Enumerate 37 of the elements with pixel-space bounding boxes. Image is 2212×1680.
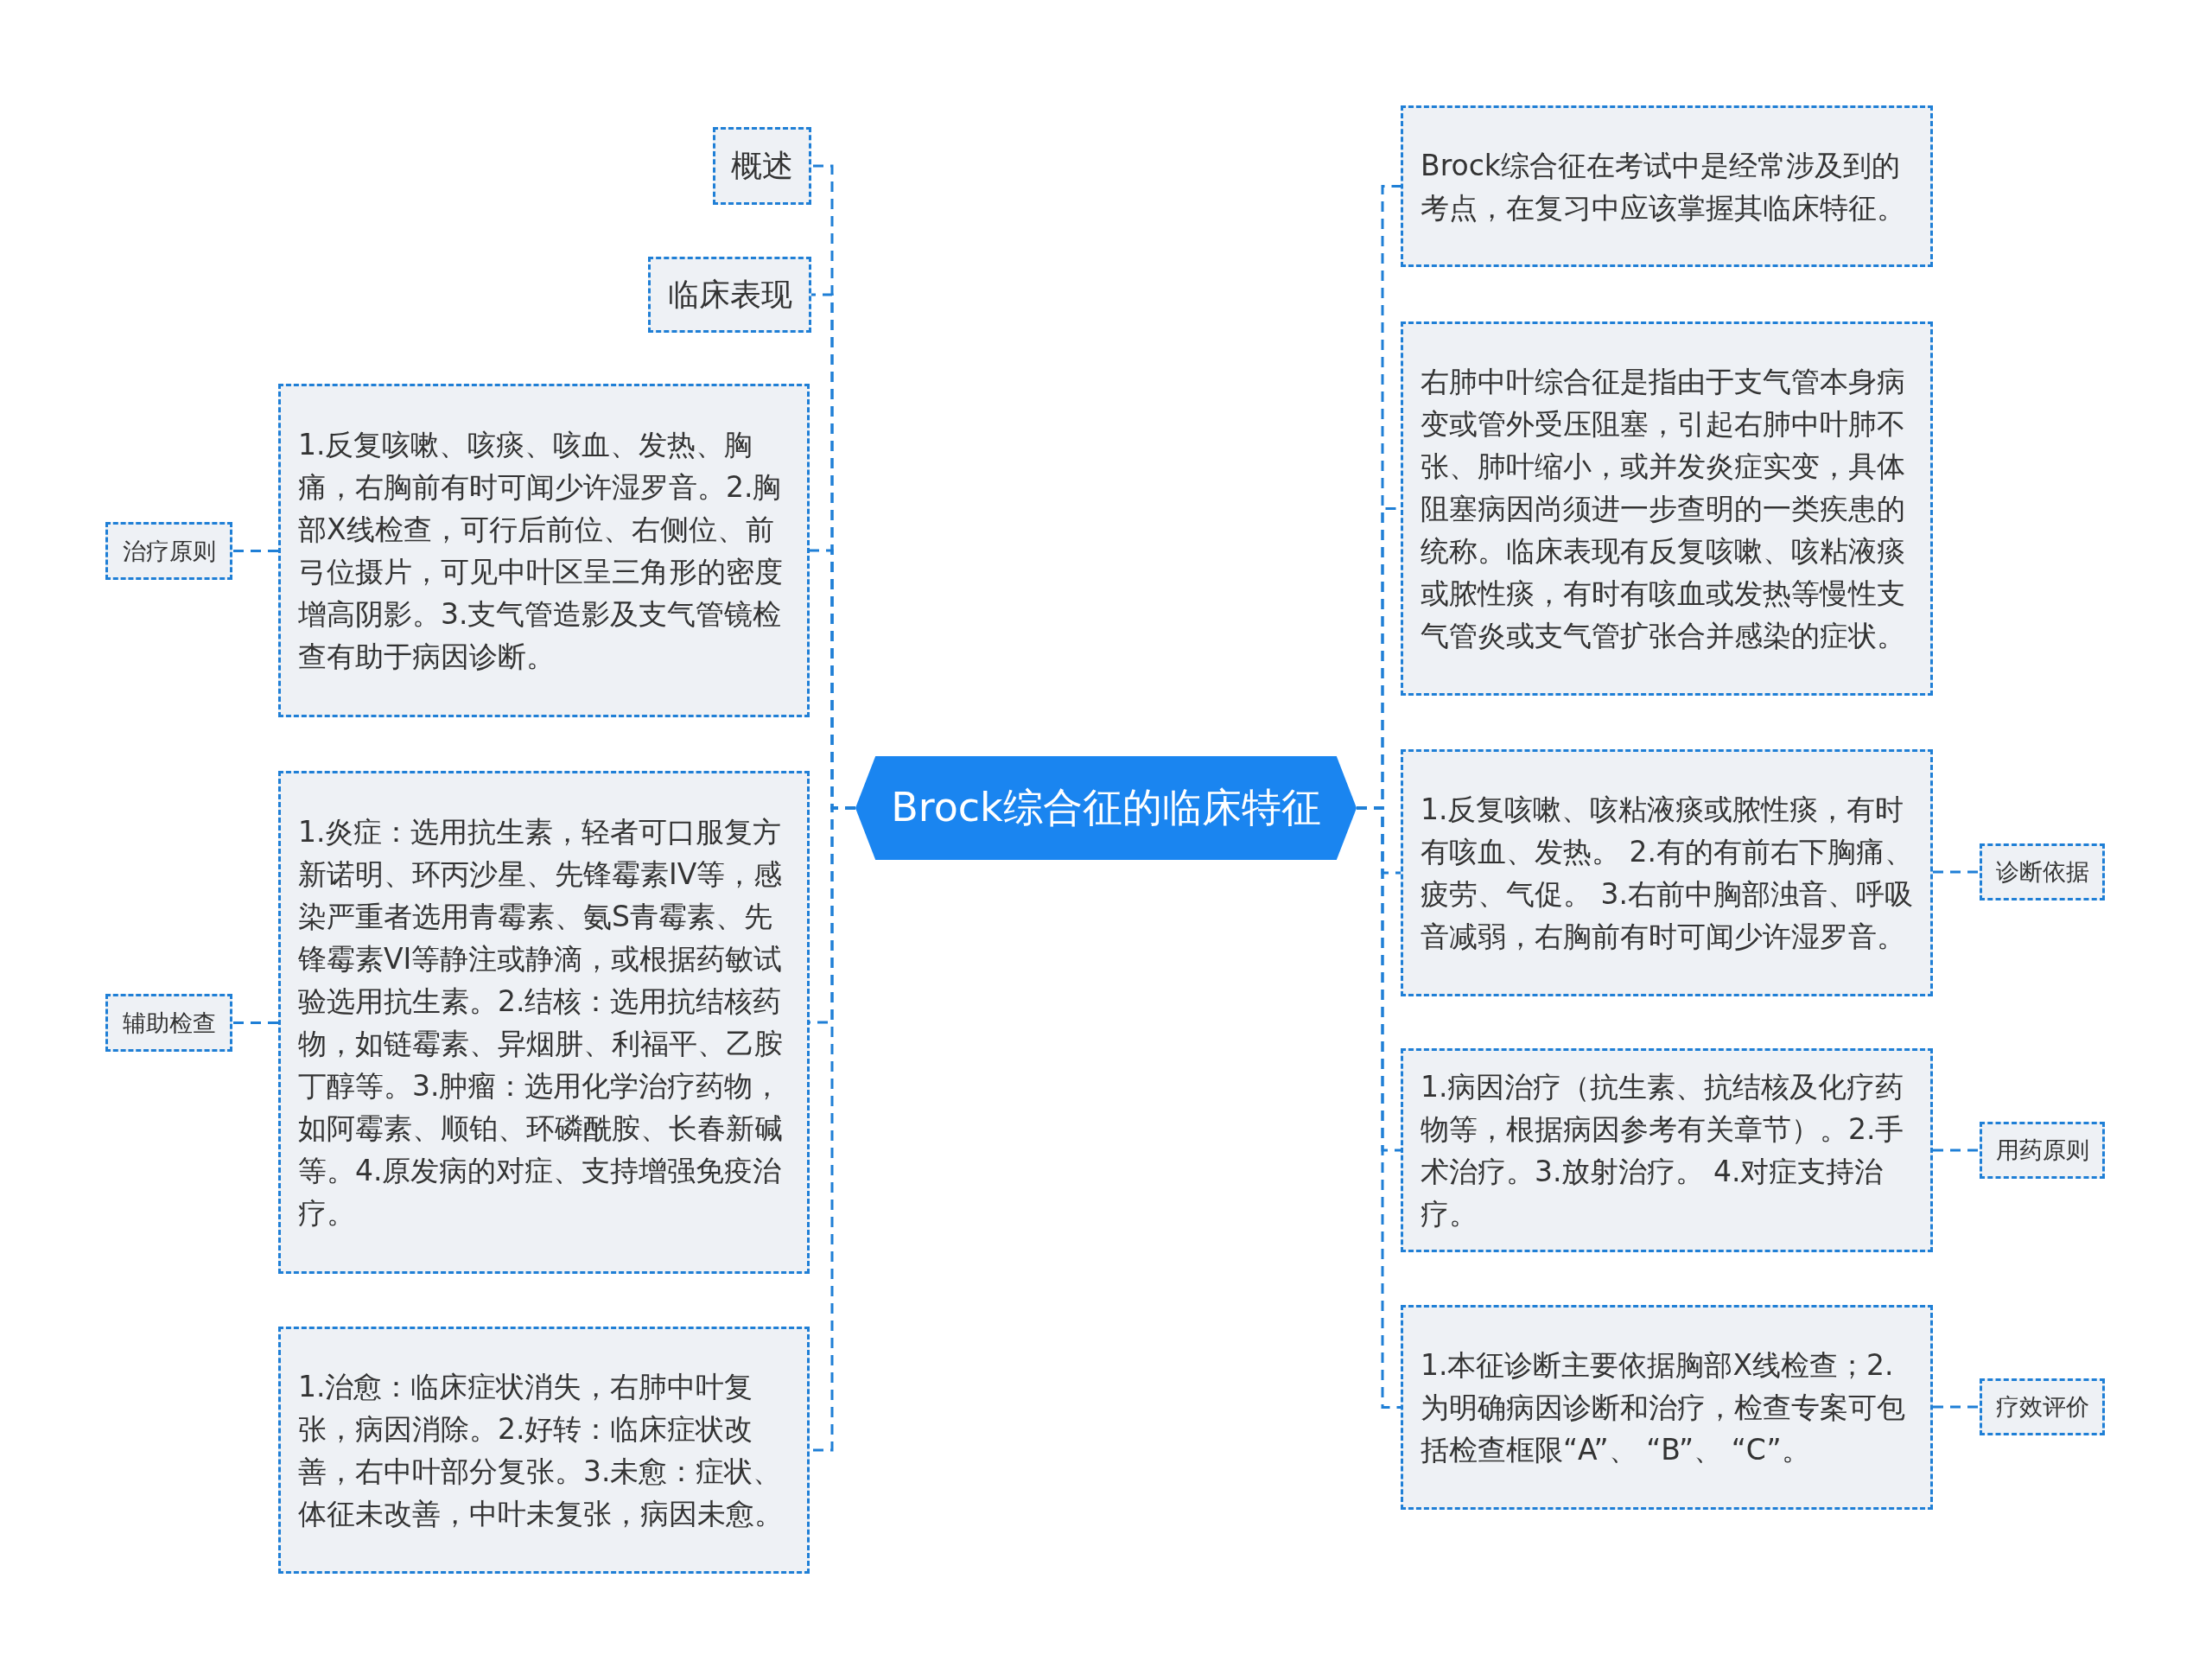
node-text: 1.治愈：临床症状消失，右肺中叶复张，病因消除。2.好转：临床症状改善，右中叶部分复张。3.未愈：症状、体征未改善，中叶未复张，病因未愈。 — [298, 1369, 784, 1532]
node-text: 疗效评价 — [1995, 1392, 2089, 1422]
connector-line — [1933, 1405, 1980, 1409]
text-card — [1401, 749, 1933, 996]
node-text: 诊断依据 — [1995, 857, 2089, 888]
text-card — [1401, 1305, 1933, 1510]
connector-line — [1933, 1149, 1980, 1152]
topic-label — [1980, 1122, 2105, 1179]
node-text: 1.本征诊断主要依据胸部X线检查；2.为明确病因诊断和治疗，检查专案可包括检查框限“A”、 “B”、 “C”。 — [1421, 1347, 1906, 1468]
text-card — [278, 1327, 810, 1574]
connector-line — [1357, 806, 1401, 1409]
topic-label — [713, 127, 811, 205]
node-text: 治疗原则 — [122, 536, 216, 566]
topic-label — [105, 522, 232, 580]
connector-line — [232, 550, 278, 552]
node-text: 右肺中叶综合征是指由于支气管本身病变或管外受压阻塞，引起右肺中叶肺不张、肺叶缩小，或并发炎症实变，具体阻塞病因尚须进一步查明的一类疾患的统称。临床表现有反复咳嗽、咳粘液痰或脓性痰，有时有咳血或发热等慢性支气管炎或支气管扩张合并感染的症状。 — [1421, 364, 1906, 654]
node-text: 1.反复咳嗽、咳粘液痰或脓性痰，有时有咳血、发热。 2.有的有前右下胸痛、疲劳、气促。 3.右前中胸部浊音、呼吸音减弱，右胸前有时可闻少许湿罗音。 — [1421, 792, 1913, 955]
connector-line — [232, 1021, 278, 1024]
node-text: 1.反复咳嗽、咳痰、咳血、发热、胸痛，右胸前有时可闻少许湿罗音。2.胸部X线检查，可行后前位、右侧位、前弓位摄片，可见中叶区呈三角形的密度增高阴影。3.支气管造影及支气管镜检查有助于病因诊断。 — [298, 427, 784, 675]
node-text: 概述 — [731, 146, 793, 185]
topic-label — [105, 994, 232, 1052]
node-text: 1.炎症：选用抗生素，轻者可口服复方新诺明、环丙沙星、先锋霉素IV等，感染严重者选用青霉素、氨S青霉素、先锋霉素VI等静注或静滴，或根据药敏试验选用抗生素。2.结核：选用抗结核药物，如链霉素、异烟肼、利福平、乙胺丁醇等。3.肿瘤：选用化学治疗药物，如阿霉素、顺铂、环磷酰胺、长春新碱等。4.原发病的对症、支持增强免疫治疗。 — [298, 814, 784, 1231]
node-text: 临床表现 — [667, 275, 792, 314]
text-card — [1401, 1048, 1933, 1252]
node-text: Brock综合征的临床特征 — [891, 783, 1321, 832]
text-card — [1401, 105, 1933, 267]
node-text: 1.病因治疗（抗生素、抗结核及化疗药物等，根据病因参考有关章节）。2.手术治疗。3.放射治疗。 4.对症支持治疗。 — [1421, 1069, 1905, 1232]
connector-line — [1933, 870, 1980, 874]
topic-label — [1980, 1378, 2105, 1435]
text-card — [278, 384, 810, 717]
node-text: Brock综合征在考试中是经常涉及到的考点，在复习中应该掌握其临床特征。 — [1421, 147, 1906, 226]
topic-label — [648, 257, 811, 333]
node-text: 辅助检查 — [122, 1008, 216, 1038]
node-text: 用药原则 — [1995, 1136, 2089, 1166]
text-card — [278, 771, 810, 1274]
text-card — [1401, 321, 1933, 696]
topic-label — [1980, 843, 2105, 900]
